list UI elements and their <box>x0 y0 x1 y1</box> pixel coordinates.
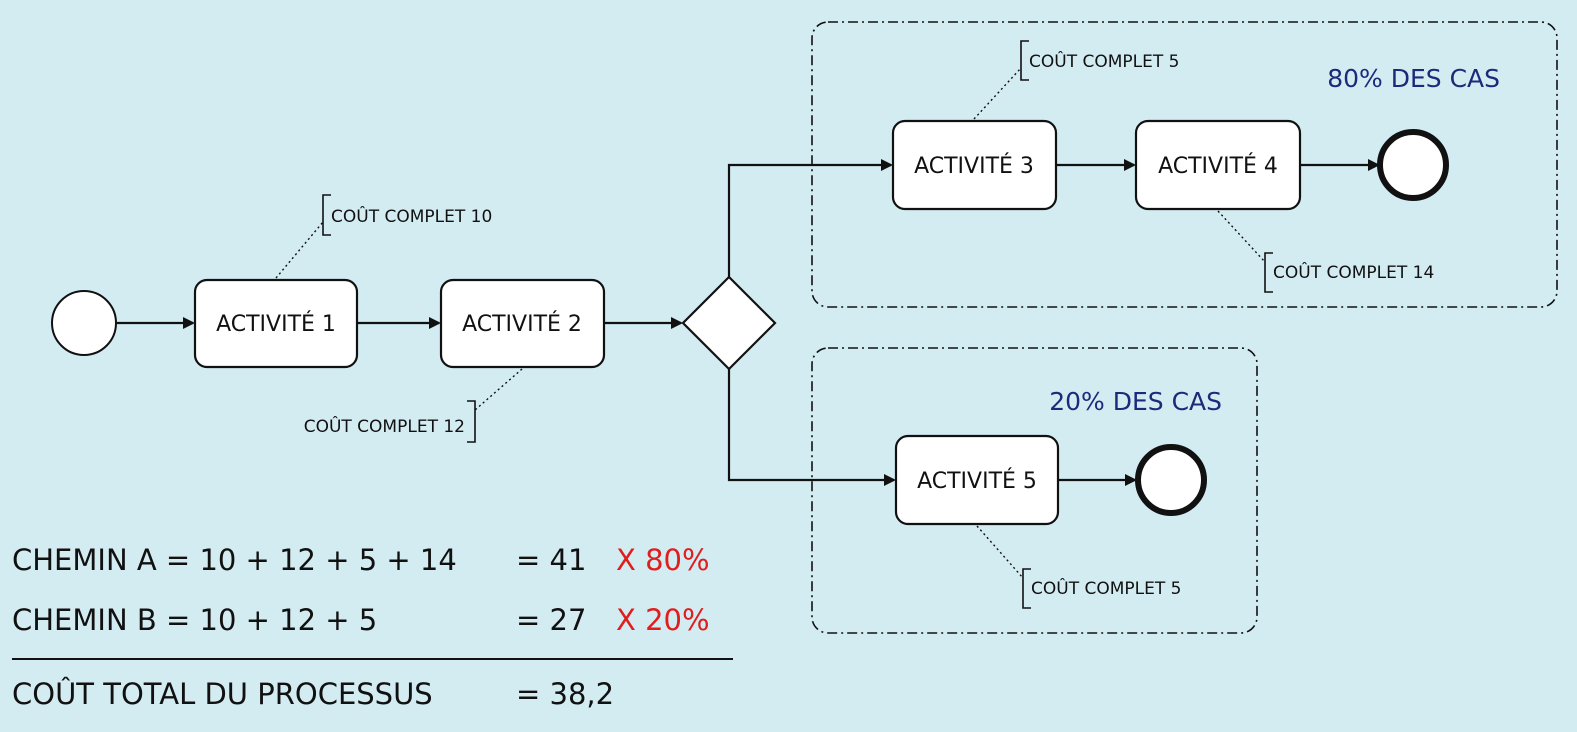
group-20-percent <box>811 347 1258 634</box>
cost-calculation: CHEMIN A = 10 + 12 + 5 + 14 = 41 X 80% C… <box>12 543 733 711</box>
annotation-activity-5-text: COÛT COMPLET 5 <box>1031 577 1181 599</box>
annotation-activity-4: COÛT COMPLET 14 <box>1217 210 1434 293</box>
path-a-result: = 41 <box>516 543 586 577</box>
end-event-lower <box>1135 444 1207 516</box>
group-upper-label: 80% DES CAS <box>1327 64 1500 93</box>
annotation-activity-5: COÛT COMPLET 5 <box>976 525 1181 609</box>
annotation-activity-2-text: COÛT COMPLET 12 <box>304 415 465 437</box>
path-a-factor: X 80% <box>616 543 710 577</box>
activity-3: ACTIVITÉ 3 <box>891 119 1058 211</box>
path-b-factor: X 20% <box>616 603 710 637</box>
activity-4: ACTIVITÉ 4 <box>1134 119 1302 211</box>
path-a-formula: CHEMIN A = 10 + 12 + 5 + 14 <box>12 543 457 577</box>
activity-3-label: ACTIVITÉ 3 <box>914 153 1034 179</box>
total-label: COÛT TOTAL DU PROCESSUS <box>12 677 433 711</box>
activity-1: ACTIVITÉ 1 <box>193 278 359 369</box>
activity-2: ACTIVITÉ 2 <box>439 278 606 369</box>
activity-5: ACTIVITÉ 5 <box>894 434 1060 526</box>
flow-gateway-a3 <box>727 159 893 277</box>
activity-2-label: ACTIVITÉ 2 <box>462 311 582 337</box>
annotation-activity-3-text: COÛT COMPLET 5 <box>1029 50 1179 72</box>
activity-5-label: ACTIVITÉ 5 <box>917 468 1037 494</box>
total-result: = 38,2 <box>516 677 614 711</box>
activity-4-label: ACTIVITÉ 4 <box>1158 153 1278 179</box>
flow-gateway-a5 <box>727 369 896 486</box>
annotation-activity-2: COÛT COMPLET 12 <box>304 368 523 443</box>
annotation-activity-3: COÛT COMPLET 5 <box>973 40 1179 120</box>
exclusive-gateway <box>681 275 777 371</box>
group-lower-label: 20% DES CAS <box>1049 387 1222 416</box>
start-event <box>51 290 117 356</box>
path-b-result: = 27 <box>516 603 586 637</box>
end-event-upper <box>1377 129 1449 201</box>
activity-1-label: ACTIVITÉ 1 <box>216 311 336 337</box>
annotation-activity-1: COÛT COMPLET 10 <box>275 194 492 279</box>
annotation-activity-1-text: COÛT COMPLET 10 <box>331 205 492 227</box>
path-b-formula: CHEMIN B = 10 + 12 + 5 <box>12 603 377 637</box>
annotation-activity-4-text: COÛT COMPLET 14 <box>1273 261 1434 283</box>
